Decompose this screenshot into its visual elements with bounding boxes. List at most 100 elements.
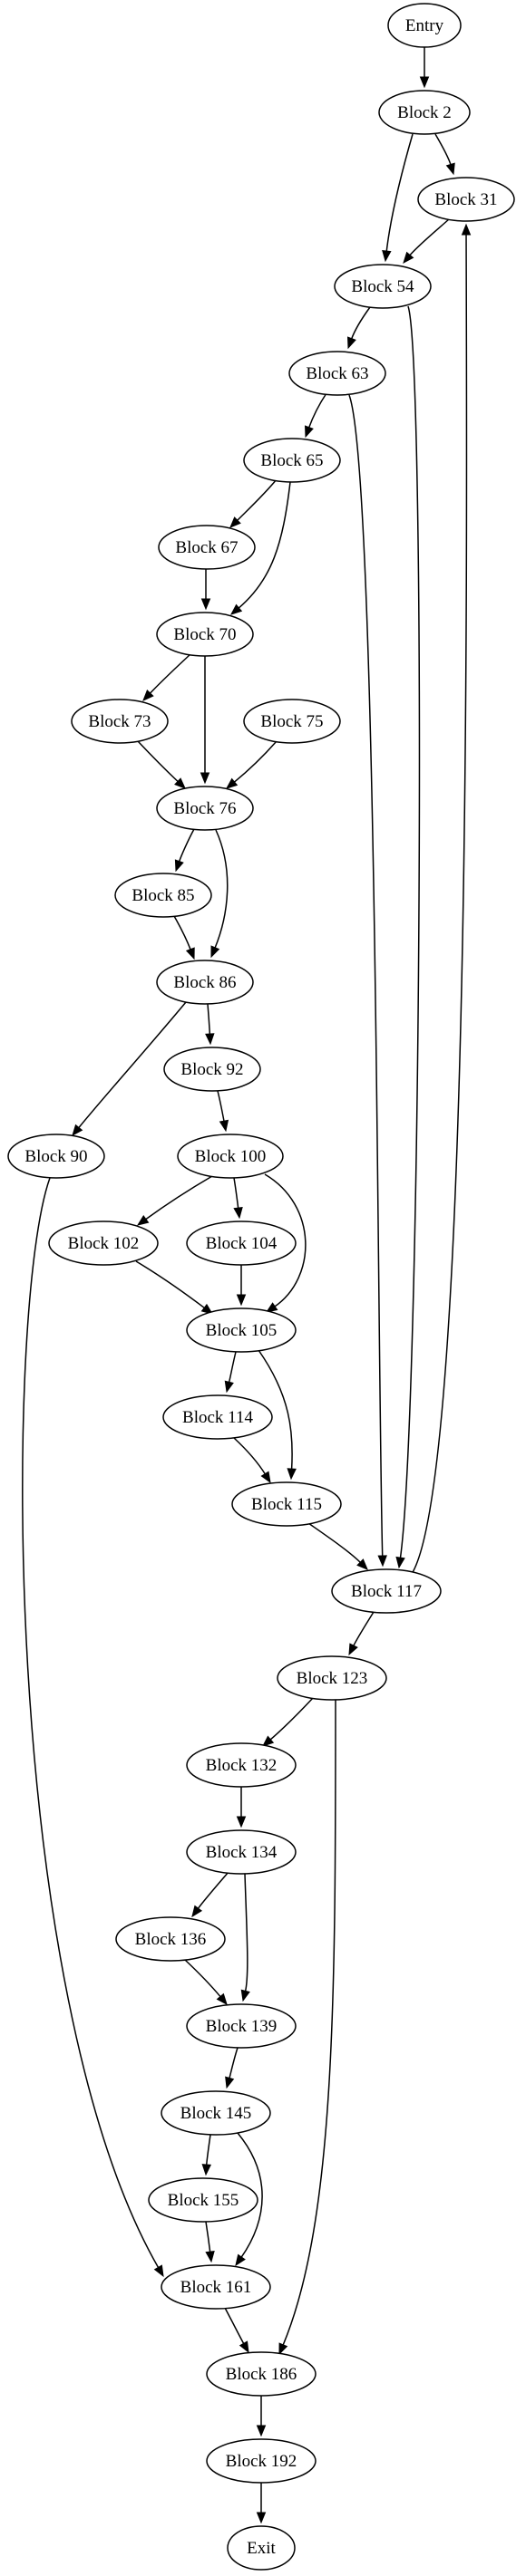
arrowhead [174, 859, 184, 873]
edge-b65-to-b67 [229, 478, 278, 528]
edge-line [233, 740, 278, 784]
edge-b100-to-b105 [264, 1173, 307, 1313]
arrowhead [205, 1033, 215, 1046]
node-entry: Entry [387, 3, 462, 48]
edge-b86-to-b90 [72, 1001, 187, 1137]
node-label: Block 75 [260, 712, 323, 731]
node-ellipse [114, 873, 212, 918]
node-label: Exit [247, 2539, 276, 2558]
node-b65: Block 65 [243, 438, 341, 483]
edge-line [236, 478, 278, 522]
edge-line [207, 1003, 211, 1036]
arrowhead [265, 1302, 278, 1313]
node-ellipse [71, 699, 169, 744]
node-label: Block 105 [206, 1321, 278, 1340]
edge-b70-to-b73 [142, 653, 191, 701]
arrowhead [235, 2253, 246, 2267]
node-ellipse [206, 2351, 317, 2397]
node-ellipse [231, 1481, 342, 1527]
edge-b100-to-b102 [136, 1175, 213, 1226]
node-ellipse [161, 2090, 271, 2136]
node-label: Block 85 [132, 886, 194, 905]
edge-line [434, 133, 452, 166]
edge-b114-to-b115 [233, 1437, 271, 1484]
node-b92: Block 92 [163, 1047, 261, 1092]
arrowhead [153, 2264, 164, 2278]
node-ellipse [7, 1134, 105, 1179]
node-label: Block 139 [206, 2017, 278, 2036]
node-label: Block 192 [226, 2452, 297, 2471]
edge-line [244, 1873, 248, 1992]
node-label: Block 65 [260, 451, 323, 470]
edge-line [144, 1175, 213, 1220]
node-ellipse [243, 699, 341, 744]
node-b105: Block 105 [186, 1307, 297, 1353]
edge-b136-to-b139 [184, 1959, 228, 2006]
arrowhead [403, 251, 414, 265]
edge-line [184, 1959, 222, 1998]
edge-b67-to-b70 [200, 568, 211, 611]
edge-line [307, 1522, 362, 1564]
node-ellipse [331, 1568, 442, 1614]
node-label: Block 86 [173, 973, 236, 992]
edge-line [238, 481, 291, 610]
edge-b186-to-b192 [256, 2396, 267, 2437]
node-b123: Block 123 [277, 1655, 387, 1701]
node-ellipse [115, 1916, 226, 1962]
node-ellipse [227, 2525, 296, 2571]
node-b104: Block 104 [186, 1220, 297, 1266]
node-label: Block 134 [206, 1843, 278, 1862]
edge-b145-to-b155 [201, 2134, 211, 2176]
node-ellipse [148, 2177, 258, 2223]
edge-line [348, 394, 384, 1558]
node-label: Block 186 [226, 2365, 297, 2384]
node-ellipse [156, 786, 254, 831]
node-ellipse [186, 2003, 297, 2049]
edge-b104-to-b105 [236, 1265, 247, 1307]
arrowhead [256, 2512, 267, 2524]
node-exit: Exit [227, 2525, 296, 2571]
node-label: Block 63 [306, 364, 368, 383]
arrowhead [174, 777, 186, 789]
edge-line [264, 1173, 307, 1308]
edge-line [205, 2134, 211, 2166]
node-label: Block 76 [173, 799, 236, 818]
node-label: Block 123 [297, 1669, 368, 1688]
node-label: Block 102 [68, 1234, 140, 1253]
node-label: Block 100 [195, 1147, 267, 1166]
arrowhead [382, 249, 392, 263]
edge-b139-to-b145 [225, 2047, 239, 2089]
edge-line [350, 306, 371, 340]
arrowhead [377, 1555, 387, 1568]
node-ellipse [186, 1742, 297, 1788]
node-b31: Block 31 [417, 177, 515, 222]
edge-b102-to-b105 [135, 1260, 214, 1315]
edge-b85-to-b86 [173, 915, 195, 960]
edge-line [352, 1611, 375, 1647]
edge-b31-to-b54 [403, 218, 450, 265]
edge-line [307, 392, 327, 429]
node-ellipse [334, 264, 432, 309]
arrowhead [205, 2250, 215, 2263]
node-label: Block 136 [135, 1930, 207, 1949]
arrowhead [445, 162, 455, 176]
node-b54: Block 54 [334, 264, 432, 309]
node-b117: Block 117 [331, 1568, 442, 1614]
edge-b2-to-b54 [382, 133, 414, 263]
node-label: Block 114 [182, 1408, 253, 1427]
node-b114: Block 114 [162, 1394, 273, 1440]
arrowhead [287, 1468, 297, 1481]
arrowhead [200, 772, 210, 785]
edge-line [228, 1351, 237, 1384]
node-label: Block 161 [180, 2278, 252, 2297]
node-label: Block 104 [206, 1234, 278, 1253]
edge-b132-to-b134 [236, 1787, 247, 1828]
node-b145: Block 145 [161, 2090, 271, 2136]
edge-b70-to-b76 [200, 656, 210, 785]
node-b186: Block 186 [206, 2351, 317, 2397]
arrowhead [305, 425, 314, 439]
edge-b63-to-b117 [348, 394, 387, 1568]
node-b100: Block 100 [177, 1134, 284, 1179]
arrowhead [191, 1905, 203, 1918]
